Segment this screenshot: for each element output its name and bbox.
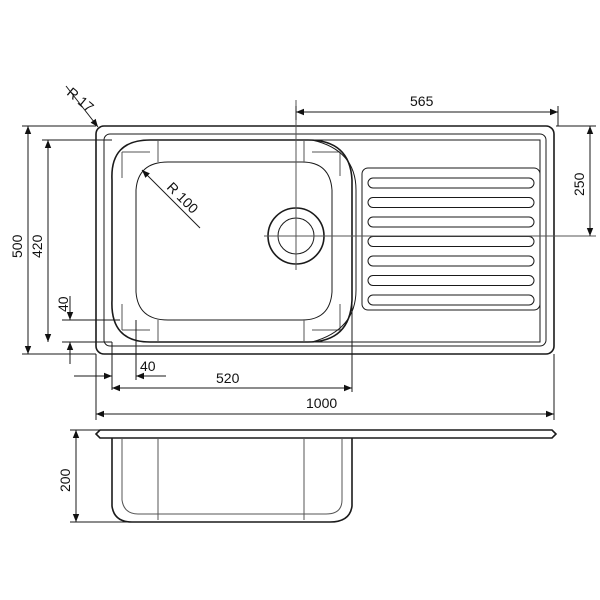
bowl-corner-tl bbox=[121, 151, 150, 178]
dim-1000-label: 1000 bbox=[306, 395, 337, 411]
drainer-area-outline bbox=[311, 139, 541, 343]
drainer-grooves bbox=[367, 177, 535, 306]
top-view bbox=[95, 100, 596, 355]
dim-420-label: 420 bbox=[29, 234, 45, 258]
side-rim bbox=[94, 429, 558, 439]
drainer-plate bbox=[361, 167, 541, 311]
r100-leader bbox=[141, 169, 201, 229]
dim-520-label: 520 bbox=[216, 370, 240, 386]
dim-250-label: 250 bbox=[571, 172, 587, 196]
drainer-groove bbox=[367, 294, 535, 306]
side-view: 200 bbox=[57, 429, 558, 523]
drainer-groove bbox=[367, 236, 535, 247]
dim-500-label: 500 bbox=[9, 234, 25, 258]
r17-leader bbox=[65, 85, 99, 128]
r17-label: R 17 bbox=[64, 84, 97, 115]
bowl-inner-outline bbox=[135, 161, 333, 321]
dim-565-label: 565 bbox=[410, 93, 434, 109]
side-bowl-inner bbox=[121, 438, 343, 515]
dim-40h-label: 40 bbox=[140, 358, 156, 374]
drainer-groove bbox=[367, 255, 535, 267]
drainer-groove bbox=[367, 177, 535, 189]
bowl-corner-br bbox=[312, 304, 341, 331]
drainer-groove bbox=[367, 275, 535, 286]
side-bowl-profile bbox=[111, 438, 353, 523]
bowl-corner-tr bbox=[312, 151, 341, 176]
drainer-groove bbox=[367, 197, 535, 208]
sink-outer-rim bbox=[95, 125, 555, 355]
drainer-groove bbox=[367, 216, 535, 228]
dim-200-label: 200 bbox=[57, 468, 73, 492]
dim-40v-label: 40 bbox=[55, 296, 71, 312]
bowl-outer-outline bbox=[111, 139, 353, 343]
sink-inner-rim bbox=[103, 133, 547, 347]
